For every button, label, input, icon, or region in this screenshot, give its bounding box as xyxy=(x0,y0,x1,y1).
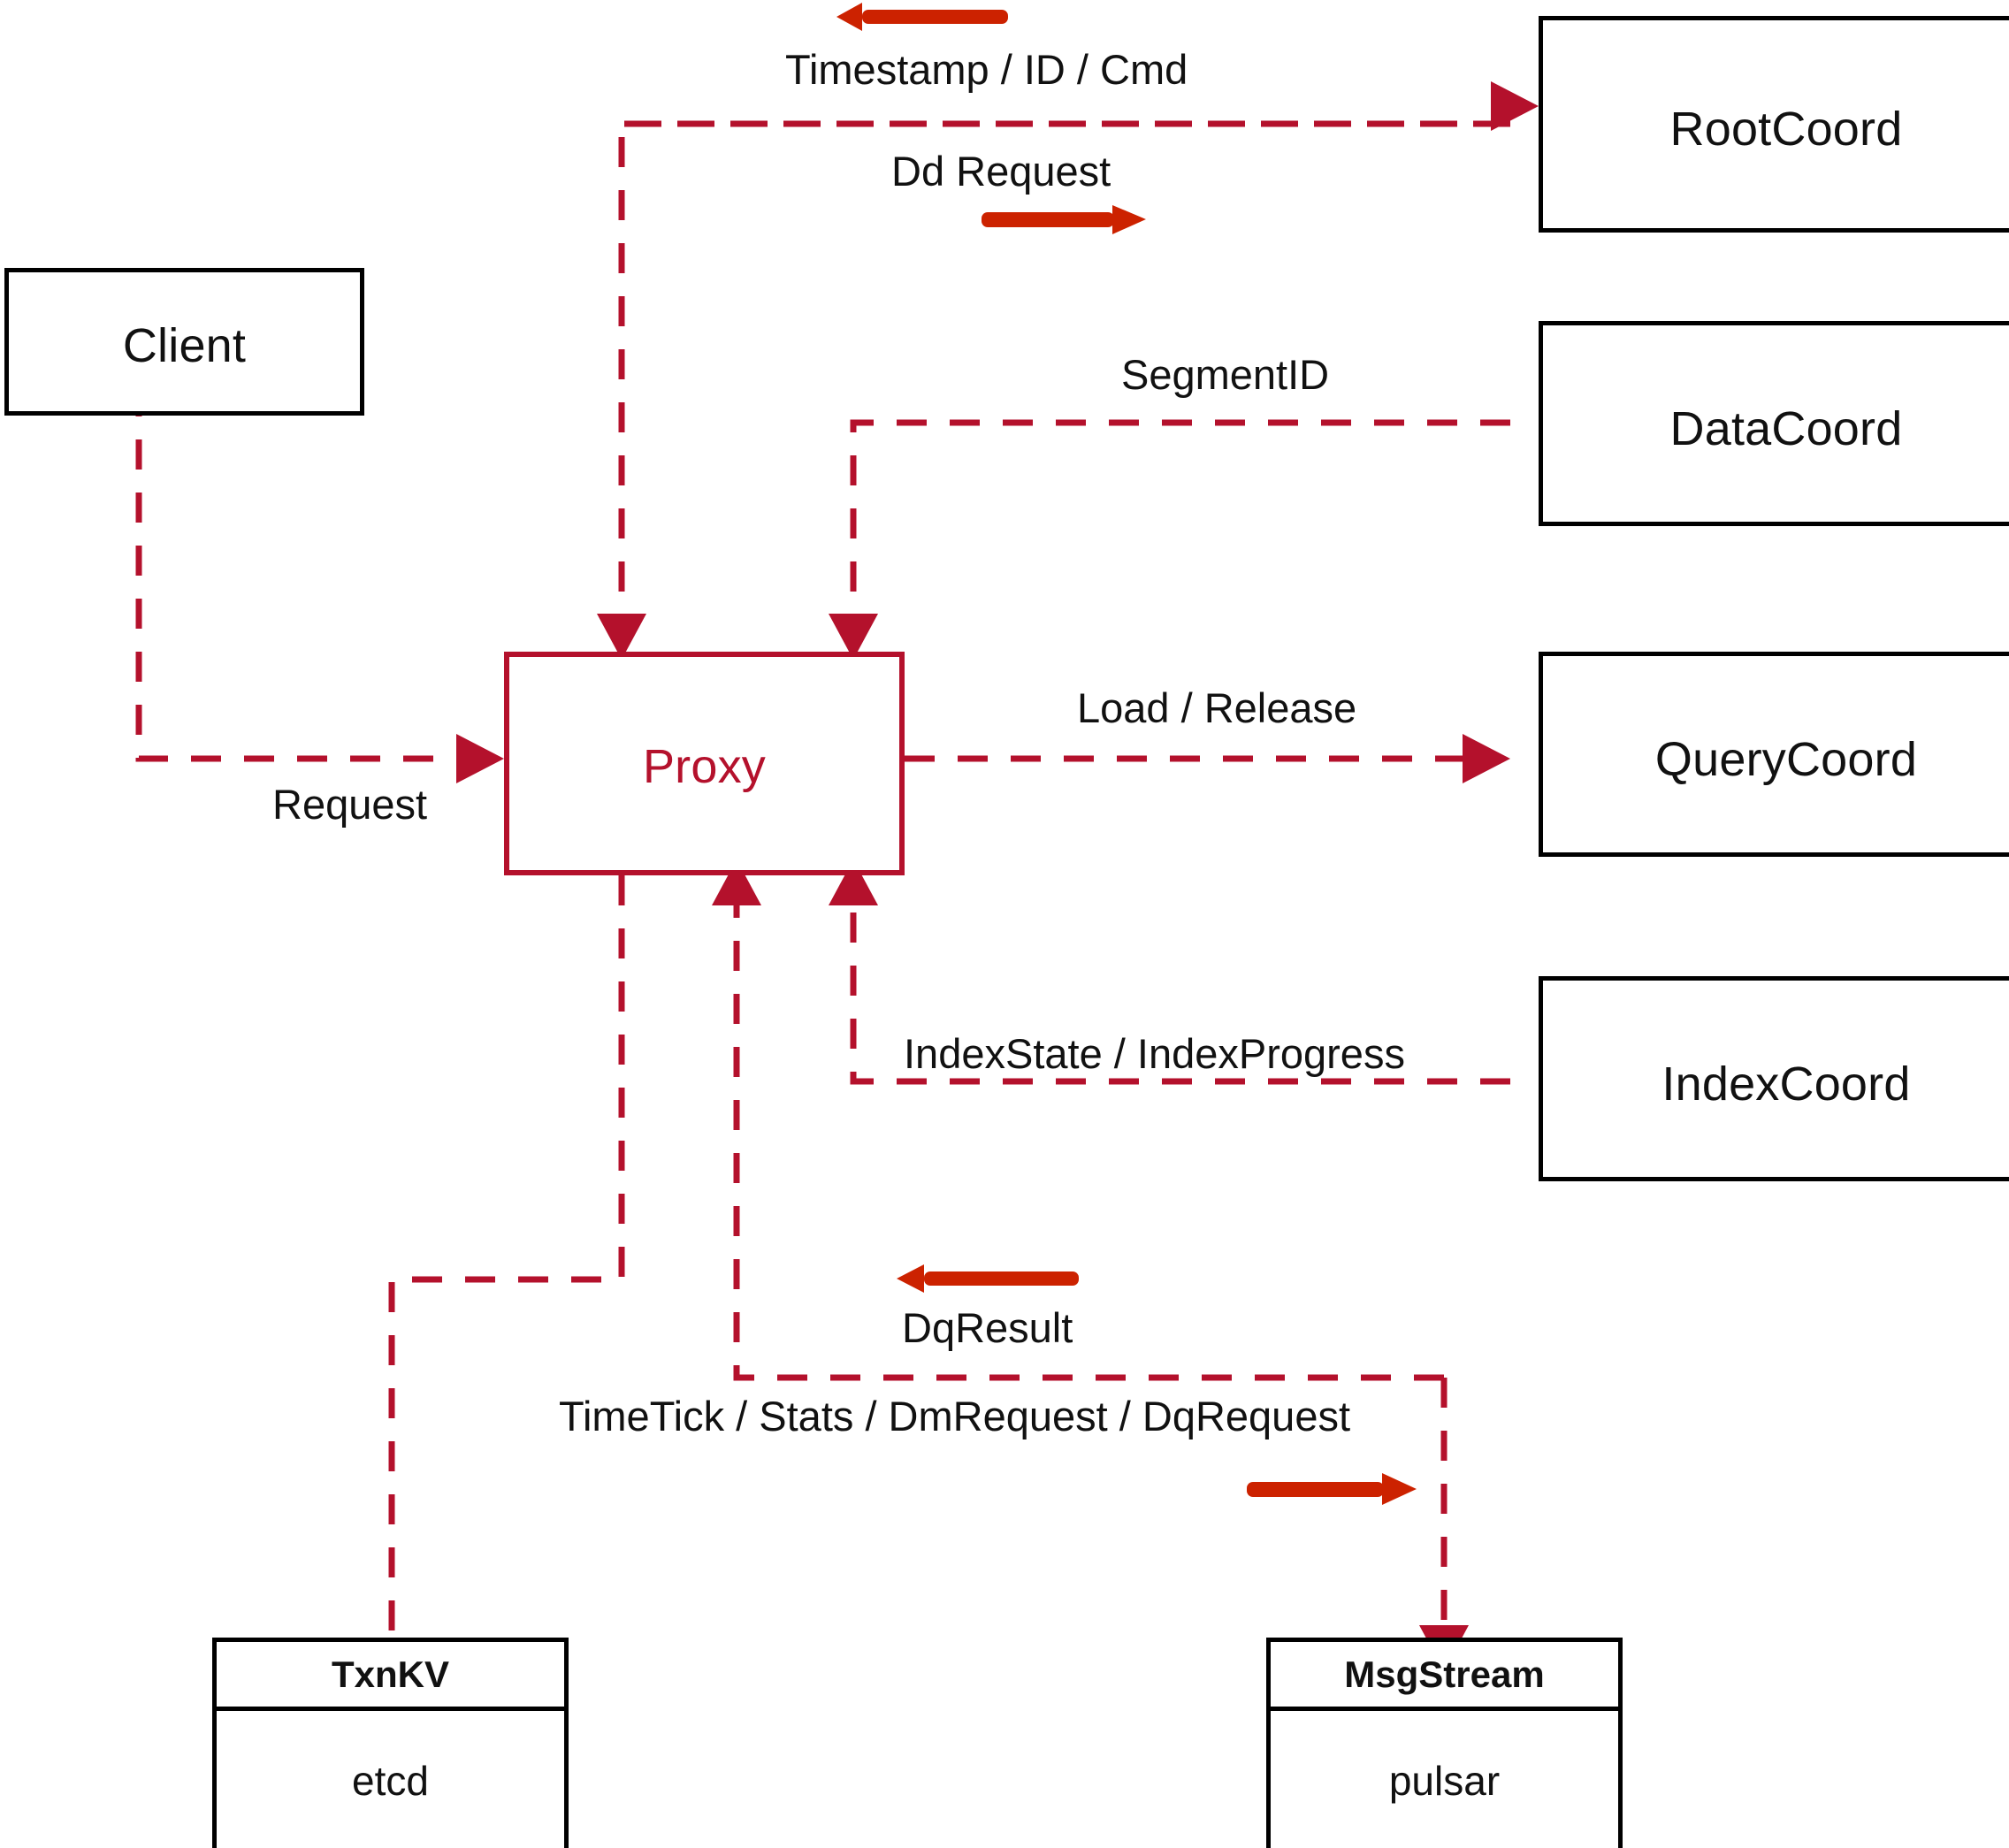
annotation-arrow-dd-request xyxy=(982,205,1146,234)
node-datacoord-label: DataCoord xyxy=(1669,402,1903,455)
wire-datacoord-proxy xyxy=(850,419,1510,614)
arrowhead-into-querycoord xyxy=(1463,734,1510,783)
node-msgstream-body: pulsar xyxy=(1388,1757,1501,1804)
node-querycoord-label: QueryCoord xyxy=(1654,733,1918,786)
annotation-arrow-timestamp xyxy=(836,3,1008,31)
node-rootcoord-label: RootCoord xyxy=(1669,103,1903,156)
annotation-arrows xyxy=(836,3,1417,1505)
edge-label-load-release: Load / Release xyxy=(1077,684,1357,731)
edge-label-request: Request xyxy=(272,781,428,828)
node-indexcoord[interactable]: IndexCoord xyxy=(1539,976,2009,1181)
node-datacoord[interactable]: DataCoord xyxy=(1539,321,2009,526)
arrowhead-into-rootcoord xyxy=(1491,81,1539,131)
node-client[interactable]: Client xyxy=(4,268,364,416)
node-querycoord[interactable]: QueryCoord xyxy=(1539,652,2009,857)
wire-proxy-txnkv xyxy=(388,875,625,1638)
annotation-arrow-msgstream xyxy=(1247,1473,1417,1505)
node-txnkv-body: etcd xyxy=(352,1757,429,1804)
node-msgstream[interactable]: MsgStream pulsar xyxy=(1266,1638,1623,1848)
arrowhead-into-proxy-left xyxy=(456,734,504,783)
node-indexcoord-label: IndexCoord xyxy=(1661,1058,1911,1111)
node-msgstream-header: MsgStream xyxy=(1271,1642,1618,1711)
node-txnkv[interactable]: TxnKV etcd xyxy=(212,1638,569,1848)
edge-label-index-state-progress: IndexState / IndexProgress xyxy=(904,1030,1405,1077)
edge-label-dq-result: DqResult xyxy=(902,1304,1073,1351)
node-txnkv-header: TxnKV xyxy=(217,1642,564,1711)
edge-label-segment-id: SegmentID xyxy=(1121,351,1330,398)
node-proxy-label: Proxy xyxy=(642,740,767,793)
edge-label-timestamp-id-cmd: Timestamp / ID / Cmd xyxy=(785,46,1188,93)
edge-label-msgstream-traffic: TimeTick / Stats / DmRequest / DqRequest xyxy=(559,1393,1351,1439)
wire-rootcoord-proxy-down xyxy=(618,120,1510,614)
wire-client-to-proxy xyxy=(135,386,456,762)
edge-label-dd-request: Dd Request xyxy=(891,148,1111,195)
wire-msgstream-proxy xyxy=(733,905,1444,1381)
annotation-arrow-dqresult xyxy=(897,1264,1079,1293)
node-client-label: Client xyxy=(122,319,247,372)
node-proxy[interactable]: Proxy xyxy=(504,652,905,875)
node-rootcoord[interactable]: RootCoord xyxy=(1539,16,2009,233)
